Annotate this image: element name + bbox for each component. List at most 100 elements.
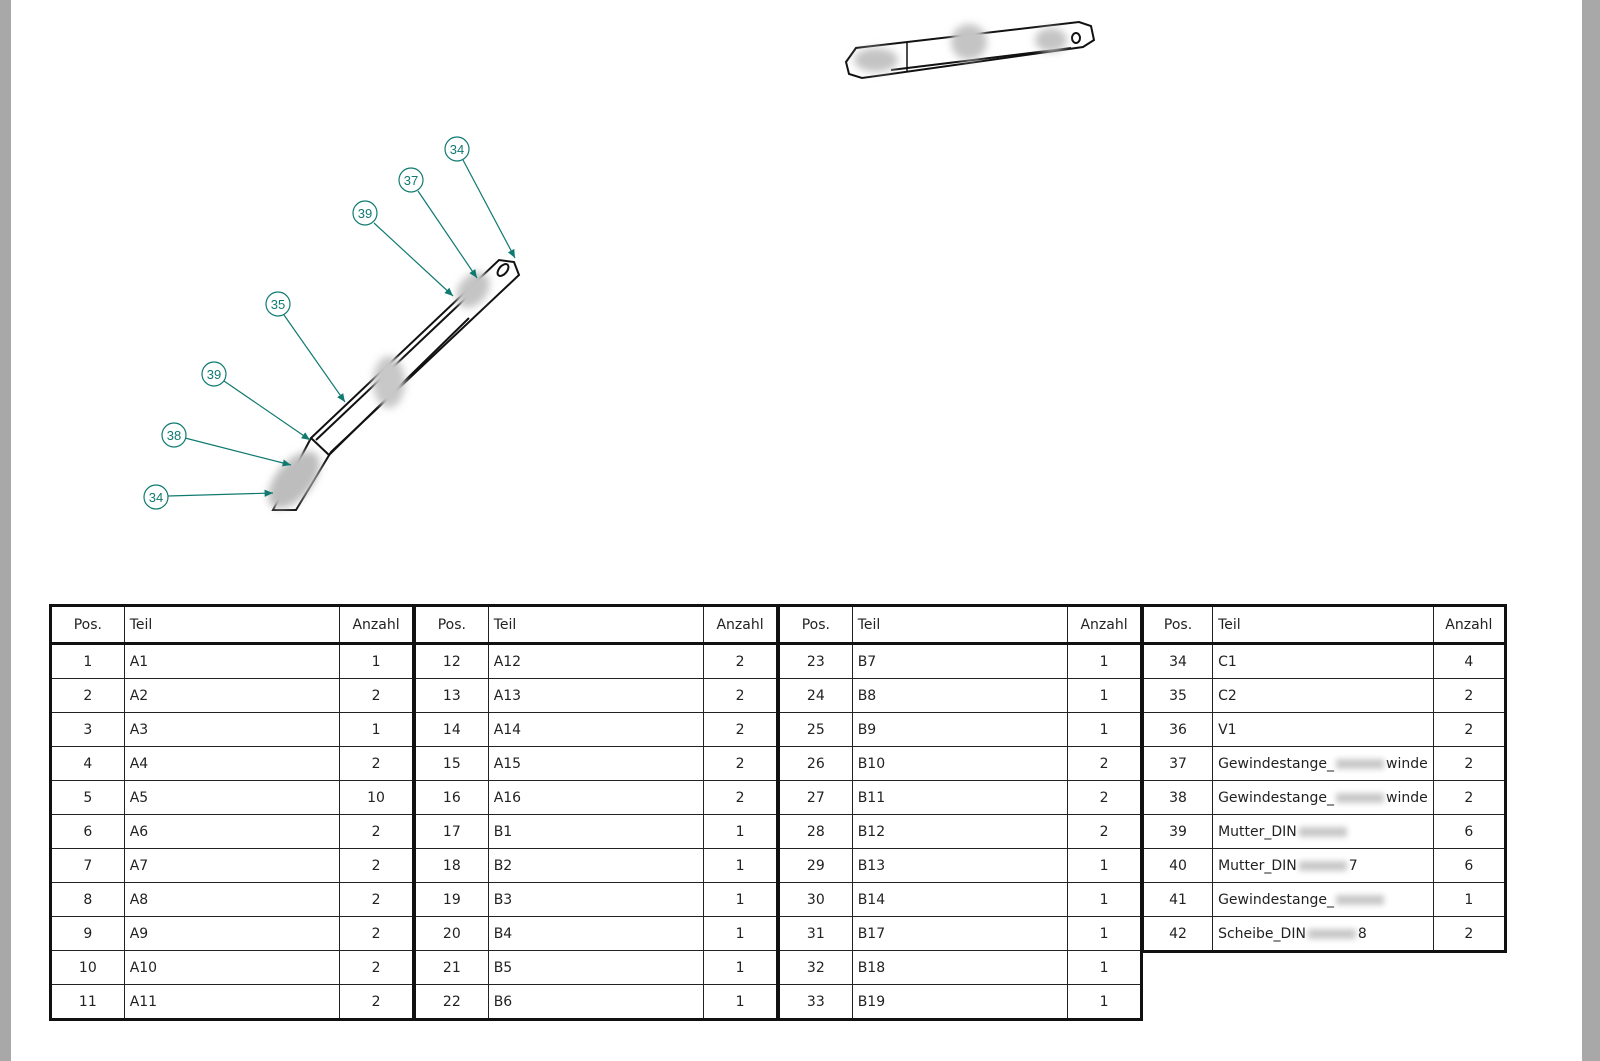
redacted-text (1307, 928, 1356, 939)
cell-anzahl: 1 (1067, 643, 1142, 679)
cell-anzahl: 2 (1067, 780, 1142, 815)
cell-anzahl: 1 (1067, 916, 1142, 951)
cell-teil: B9 (851, 712, 1069, 747)
cell-teil: A12 (487, 643, 705, 679)
cell-teil: A7 (123, 848, 341, 883)
redacted-text (1336, 758, 1384, 769)
cell-anzahl: 2 (339, 882, 414, 917)
redacted-text (1298, 860, 1347, 871)
cell-teil: A1 (123, 643, 341, 679)
cell-teil: A4 (123, 746, 341, 781)
cell-teil: C2 (1212, 678, 1434, 713)
bom-header-row: Pos. Teil Anzahl (414, 605, 778, 644)
cell-teil: V1 (1212, 712, 1434, 747)
cell-anzahl: 2 (1432, 916, 1507, 952)
cell-teil: A2 (123, 678, 341, 713)
cell-pos: 29 (778, 848, 853, 883)
svg-text:34: 34 (450, 142, 464, 157)
cell-anzahl: 2 (339, 746, 414, 781)
cell-pos: 40 (1141, 848, 1214, 883)
cell-pos: 17 (414, 814, 489, 849)
cell-teil: B4 (487, 916, 705, 951)
cell-teil-prefix: Mutter_DIN (1218, 857, 1297, 874)
cell-pos: 41 (1141, 882, 1214, 917)
bom-header-row: Pos. Teil Anzahl (50, 605, 414, 644)
cell-anzahl: 2 (1067, 814, 1142, 849)
cell-pos: 10 (50, 950, 125, 985)
cell-anzahl: 4 (1432, 643, 1507, 679)
cell-anzahl: 2 (703, 678, 778, 713)
cell-anzahl: 1 (703, 984, 778, 1020)
cell-teil: B6 (487, 984, 705, 1020)
cell-teil: B17 (851, 916, 1069, 951)
col-teil-header: Teil (851, 605, 1069, 644)
cell-pos: 39 (1141, 814, 1214, 849)
cell-pos: 35 (1141, 678, 1214, 713)
col-anzahl-header: Anzahl (339, 605, 414, 644)
cell-anzahl: 2 (703, 780, 778, 815)
cell-pos: 30 (778, 882, 853, 917)
cell-pos: 11 (50, 984, 125, 1020)
cell-teil-prefix: Mutter_DIN (1218, 823, 1297, 840)
balloon-39-bottom: 39 (201, 361, 311, 441)
cell-pos: 15 (414, 746, 489, 781)
cell-teil: A3 (123, 712, 341, 747)
cell-teil: B5 (487, 950, 705, 985)
cell-pos: 33 (778, 984, 853, 1020)
cell-anzahl: 2 (1432, 780, 1507, 815)
cell-anzahl: 1 (339, 643, 414, 679)
cell-pos: 38 (1141, 780, 1214, 815)
cell-teil: A16 (487, 780, 705, 815)
cell-anzahl: 2 (339, 848, 414, 883)
col-pos-header: Pos. (50, 605, 125, 644)
col-teil-header: Teil (123, 605, 341, 644)
bom-header-row: Pos. Teil Anzahl (1141, 605, 1507, 644)
cell-anzahl: 2 (1432, 712, 1507, 747)
cell-pos: 18 (414, 848, 489, 883)
redacted-text (1336, 894, 1384, 905)
svg-text:39: 39 (358, 206, 372, 221)
cell-anzahl: 1 (703, 848, 778, 883)
redacted-text (1336, 792, 1384, 803)
svg-text:39: 39 (207, 367, 221, 382)
part-view-left (268, 258, 521, 511)
cell-anzahl: 1 (1432, 882, 1507, 917)
cell-teil: B14 (851, 882, 1069, 917)
cell-anzahl: 1 (703, 950, 778, 985)
cell-pos: 36 (1141, 712, 1214, 747)
redacted-text (1298, 826, 1347, 837)
cell-teil: B8 (851, 678, 1069, 713)
cell-anzahl: 1 (1067, 712, 1142, 747)
cell-pos: 24 (778, 678, 853, 713)
cell-pos: 14 (414, 712, 489, 747)
cell-teil-suffix: winde (1386, 755, 1428, 772)
cell-pos: 27 (778, 780, 853, 815)
svg-text:38: 38 (167, 428, 181, 443)
cell-anzahl: 6 (1432, 814, 1507, 849)
cell-anzahl: 1 (1067, 678, 1142, 713)
svg-text:34: 34 (149, 490, 163, 505)
